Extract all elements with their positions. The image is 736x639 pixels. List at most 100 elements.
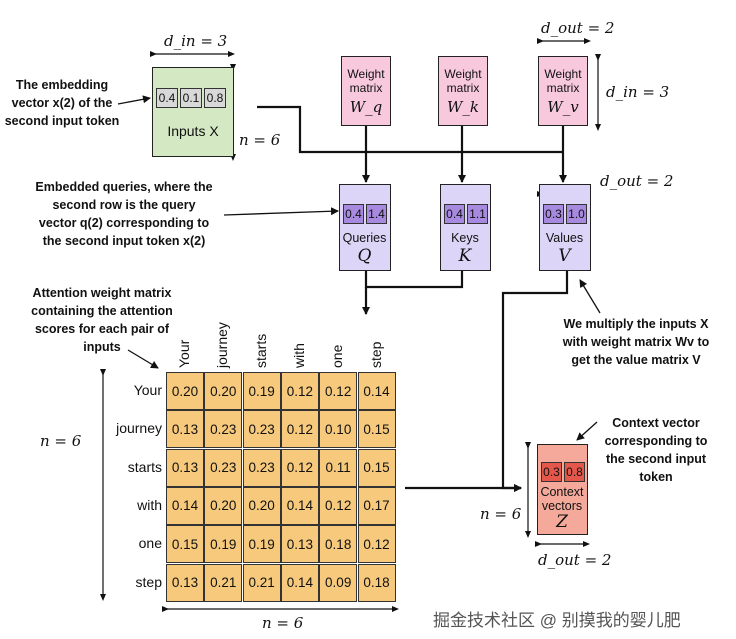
attention-score-cell: 0.12 (319, 372, 358, 410)
attention-col-label: one (329, 308, 349, 368)
attention-score-cell: 0.14 (280, 486, 319, 525)
annotation-embedding-line3: second input token (4, 114, 120, 129)
attention-score-cell: 0.11 (319, 448, 358, 487)
attention-dim-side: n = 6 (40, 432, 82, 450)
inputs-dim-side: n = 6 (239, 131, 281, 149)
context-label-line1: Context (540, 485, 584, 499)
attention-score-cell: 0.15 (357, 448, 396, 487)
context-dim-side: n = 6 (480, 505, 522, 523)
pointer-queries (223, 207, 339, 216)
values-cell-1: 1.0 (566, 204, 587, 224)
context-symbol: Z (556, 512, 568, 532)
weight-dim-side: d_in = 3 (606, 83, 670, 101)
attention-score-cell: 0.14 (166, 486, 204, 525)
annotation-context-line3: the second input (606, 452, 706, 467)
attention-score-cell: 0.20 (242, 486, 281, 525)
context-cell-1: 0.8 (564, 462, 585, 482)
queries-box: 0.4 1.4 Queries Q (339, 184, 391, 271)
queries-cell-0: 0.4 (343, 204, 364, 224)
keys-symbol: K (458, 246, 472, 266)
attention-score-cell: 0.15 (357, 410, 396, 449)
values-label: Values (545, 231, 584, 245)
attention-row-label: one (138, 535, 162, 552)
attention-col-label-text: with (290, 343, 307, 368)
attention-score-cell: 0.21 (242, 563, 281, 602)
annotation-attention: Attention weight matrix containing the a… (20, 284, 184, 357)
values-cell-0: 0.3 (543, 204, 564, 224)
weight-k-symbol: W_k (446, 98, 479, 116)
attention-score-cell: 0.13 (166, 563, 204, 602)
annotation-attention-line2: containing the attention (31, 304, 173, 319)
attention-score-cell: 0.23 (242, 448, 281, 487)
attention-score-cell: 0.23 (204, 448, 243, 487)
qk-merge-line (364, 270, 464, 289)
annotation-context-line2: corresponding to (604, 434, 708, 449)
inputs-cell-2: 0.8 (204, 88, 226, 108)
attention-score-cell: 0.12 (319, 486, 358, 525)
context-label-line2: vectors (541, 499, 583, 513)
attention-score-cell: 0.21 (204, 563, 243, 602)
attention-score-cell: 0.19 (242, 525, 281, 564)
annotation-embedding: The embedding vector x(2) of the second … (0, 76, 124, 130)
queries-symbol: Q (357, 246, 372, 266)
attention-score-cell: 0.23 (242, 410, 281, 449)
inputs-dim-top: d_in = 3 (164, 32, 228, 50)
inputs-label: Inputs X (153, 123, 233, 139)
attention-score-cell: 0.13 (166, 448, 204, 487)
attention-score-cell: 0.19 (242, 372, 281, 410)
attention-row-label: Your (133, 382, 162, 398)
annotation-attention-line4: inputs (83, 340, 121, 355)
attention-row-label: with (137, 496, 162, 513)
attention-score-cell: 0.20 (204, 372, 243, 410)
attention-score-cell: 0.12 (280, 410, 319, 449)
attention-score-cell: 0.10 (319, 410, 358, 449)
attention-score-cell: 0.14 (280, 563, 319, 602)
attention-score-cell: 0.17 (357, 486, 396, 525)
context-cell-0: 0.3 (541, 462, 562, 482)
pointer-attention (127, 349, 159, 369)
values-dim-top: d_out = 2 (600, 172, 674, 190)
annotation-queries-line1: Embedded queries, where the (35, 180, 213, 194)
attention-row-label: journey (116, 420, 162, 437)
weight-q-symbol: W_q (349, 98, 383, 116)
attention-row-label: starts (127, 458, 162, 475)
watermark: 掘金技术社区 @ 别摸我的婴儿肥 (433, 611, 681, 630)
weight-box-k: Weight matrix W_k (438, 56, 488, 126)
attention-col-label: starts (253, 308, 273, 368)
attention-score-cell: 0.12 (280, 448, 319, 487)
attention-score-cell: 0.20 (204, 486, 243, 525)
attention-score-cell: 0.18 (357, 563, 396, 602)
keys-cell-0: 0.4 (444, 204, 465, 224)
context-box: 0.3 0.8 Context vectors Z (537, 444, 588, 535)
queries-cell-1: 1.4 (366, 204, 387, 224)
annotation-queries-line2: second row is the query (52, 198, 196, 213)
annotation-context: Context vector corresponding to the seco… (586, 414, 726, 487)
attention-col-label-text: one (329, 344, 346, 368)
inputs-flow-line (257, 105, 563, 154)
attention-col-label: with (291, 308, 311, 368)
attention-score-cell: 0.23 (204, 410, 243, 449)
weight-box-q: Weight matrix W_q (341, 56, 391, 126)
inputs-label-text: Inputs X (167, 123, 219, 139)
inputs-cell-1: 0.1 (180, 88, 202, 108)
attention-score-cell: 0.12 (280, 372, 319, 410)
attention-dim-bottom: n = 6 (262, 614, 304, 632)
weight-k-title: Weight matrix (444, 67, 482, 95)
inputs-cell-0: 0.4 (156, 88, 178, 108)
values-box: 0.3 1.0 Values V (539, 184, 591, 271)
annotation-values-line3: get the value matrix V (571, 353, 701, 368)
annotation-context-line4: token (639, 470, 673, 485)
annotation-queries-line4: the second input token x(2) (42, 234, 206, 249)
attention-score-cell: 0.18 (319, 525, 358, 564)
keys-label: Keys (451, 231, 479, 245)
attention-row-label: step (135, 573, 162, 590)
attention-score-cell: 0.15 (166, 525, 204, 564)
pointer-context (576, 421, 598, 441)
attention-score-cell: 0.12 (357, 525, 396, 564)
pointer-values (579, 279, 601, 314)
attention-col-label-text: starts (252, 333, 269, 368)
annotation-embedding-line2: vector x(2) of the (11, 96, 113, 111)
queries-label: Queries (342, 231, 387, 245)
attention-col-label: step (368, 308, 388, 368)
